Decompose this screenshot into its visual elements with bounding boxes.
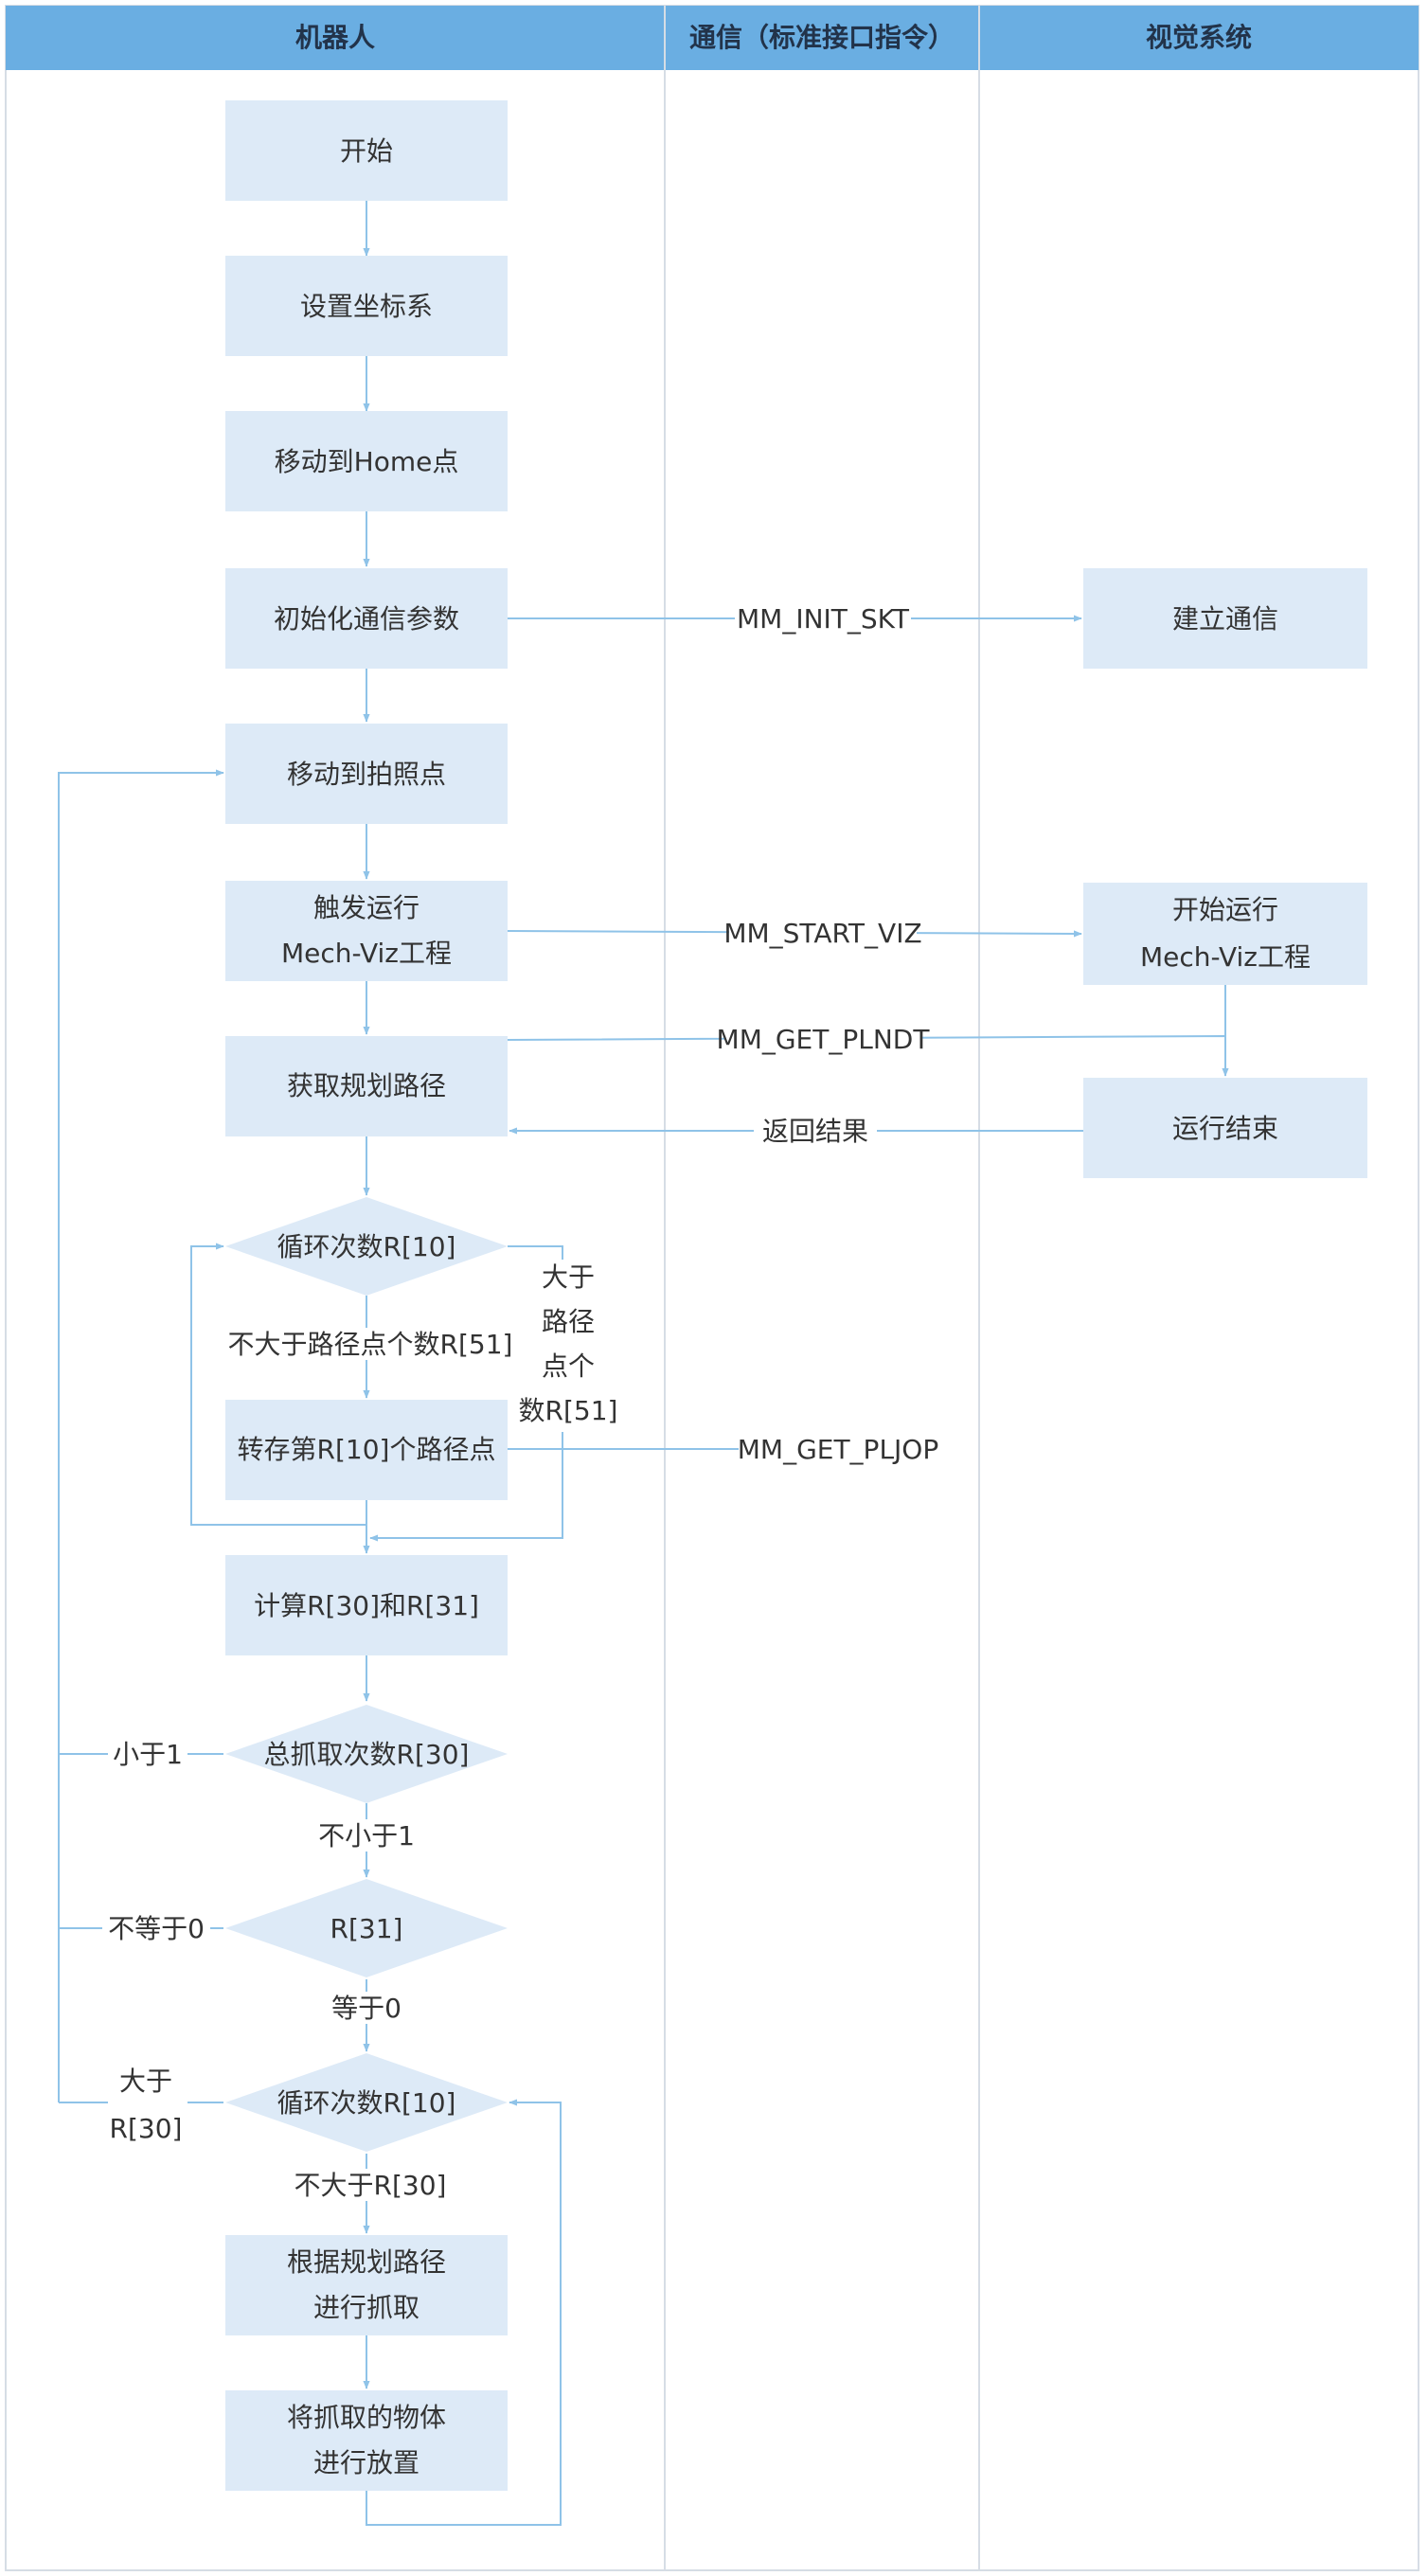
- node-move-home-label: 移动到Home点: [275, 446, 459, 477]
- label-bg-init-skt: [735, 602, 911, 635]
- label-greater-count-4: 数R[51]: [519, 1395, 618, 1426]
- arrow-loop1-back: [190, 1243, 367, 1526]
- label-mm-start-viz: MM_START_VIZ: [723, 918, 921, 949]
- label-greater-r30-2: R[30]: [110, 2113, 183, 2144]
- edge-labels: MM_INIT_SKT MM_START_VIZ MM_GET_PLNDT 返回…: [102, 602, 938, 2201]
- label-greater-r30-1: 大于: [119, 2066, 172, 2097]
- arrow-loop2-back: [366, 2099, 562, 2526]
- label-bg-not-equal-0: [102, 1912, 210, 1944]
- label-less-than-1: 小于1: [113, 1739, 183, 1770]
- connectors: [58, 201, 1229, 2526]
- node-establish-comm-label: 建立通信: [1172, 603, 1278, 635]
- decision-total-pick-label: 总抓取次数R[30]: [264, 1739, 470, 1770]
- node-run-end-label: 运行结束: [1172, 1113, 1278, 1144]
- label-bg-greater-count: [523, 1260, 612, 1432]
- node-move-photo-label: 移动到拍照点: [287, 759, 446, 790]
- label-bg-get-plndt: [725, 1023, 920, 1055]
- label-not-greater-r30: 不大于R[30]: [295, 2170, 447, 2201]
- node-start-run-label-2: Mech-Viz工程: [1140, 941, 1311, 973]
- lane-title-robot: 机器人: [295, 22, 375, 53]
- node-trigger-viz: [225, 881, 508, 981]
- label-not-greater-count: 不大于路径点个数R[51]: [228, 1329, 513, 1360]
- node-start: [225, 100, 508, 201]
- label-greater-count-2: 路径: [542, 1306, 595, 1337]
- label-not-equal-0: 不等于0: [108, 1913, 205, 1944]
- node-get-path: [225, 1036, 508, 1136]
- node-set-frame: [225, 256, 508, 356]
- lane-title-communication: 通信（标准接口指令）: [689, 22, 955, 53]
- node-establish-comm: [1083, 568, 1367, 669]
- label-bg-not-less-1: [316, 1819, 417, 1852]
- label-mm-init-skt: MM_INIT_SKT: [737, 603, 910, 635]
- node-place-label-1: 将抓取的物体: [287, 2402, 446, 2433]
- node-pick-label-2: 进行抓取: [313, 2292, 419, 2323]
- node-calc-label: 计算R[30]和R[31]: [254, 1590, 479, 1621]
- node-move-photo: [225, 724, 508, 824]
- arrow-back-to-photo: [58, 769, 224, 2102]
- label-bg-return: [754, 1115, 877, 1147]
- label-bg-not-greater-count: [223, 1328, 509, 1360]
- node-pick: [225, 2235, 508, 2335]
- decision-loop1-label: 循环次数R[10]: [277, 1231, 456, 1262]
- node-start-run-label-1: 开始运行: [1172, 894, 1278, 925]
- node-pick-label-1: 根据规划路径: [287, 2246, 446, 2278]
- label-mm-get-pljop: MM_GET_PLJOP: [738, 1434, 938, 1465]
- label-bg-greater-r30: [108, 2057, 187, 2146]
- node-start-label: 开始: [340, 135, 393, 167]
- decision-r31: [225, 1879, 508, 1977]
- node-init-comm: [225, 568, 508, 669]
- robot-lane-nodes: 开始 设置坐标系 移动到Home点 初始化通信参数 移动到拍照点 触发运行 Me…: [225, 100, 508, 2491]
- label-bg-start-viz: [729, 917, 917, 949]
- vision-lane-nodes: 建立通信 开始运行 Mech-Viz工程 运行结束: [1083, 568, 1367, 1178]
- label-bg-equal-0: [327, 1992, 406, 2024]
- lane-title-vision: 视觉系统: [1146, 22, 1252, 53]
- lane-header-bar: [6, 6, 1419, 70]
- label-equal-0: 等于0: [331, 1993, 402, 2024]
- decision-loop2-label: 循环次数R[10]: [277, 2087, 456, 2119]
- node-move-home: [225, 411, 508, 511]
- node-trigger-viz-label-1: 触发运行: [313, 892, 419, 923]
- label-greater-count-3: 点个: [542, 1351, 595, 1382]
- decision-loop2: [225, 2053, 508, 2152]
- node-init-comm-label: 初始化通信参数: [274, 603, 459, 635]
- node-trigger-viz-label-2: Mech-Viz工程: [281, 938, 452, 969]
- lane-frame: 机器人 通信（标准接口指令） 视觉系统: [5, 5, 1419, 2571]
- label-mm-get-plndt: MM_GET_PLNDT: [717, 1024, 931, 1055]
- node-store-point: [225, 1400, 508, 1500]
- label-greater-count-1: 大于: [542, 1261, 595, 1293]
- node-run-end: [1083, 1078, 1367, 1178]
- node-store-point-label: 转存第R[10]个路径点: [238, 1434, 496, 1465]
- node-calc: [225, 1555, 508, 1655]
- node-get-path-label: 获取规划路径: [287, 1070, 446, 1101]
- label-bg-not-greater-r30: [295, 2169, 437, 2201]
- decision-total-pick: [225, 1705, 508, 1803]
- label-not-less-1: 不小于1: [318, 1820, 415, 1852]
- decision-r31-label: R[31]: [330, 1913, 403, 1944]
- node-set-frame-label: 设置坐标系: [300, 291, 433, 322]
- label-return-result: 返回结果: [762, 1116, 868, 1147]
- node-place: [225, 2390, 508, 2491]
- decision-loop1: [225, 1197, 508, 1296]
- node-start-run: [1083, 883, 1367, 985]
- label-bg-less-1: [108, 1738, 187, 1770]
- diagram-border: [5, 5, 1419, 2571]
- node-place-label-2: 进行放置: [313, 2447, 419, 2478]
